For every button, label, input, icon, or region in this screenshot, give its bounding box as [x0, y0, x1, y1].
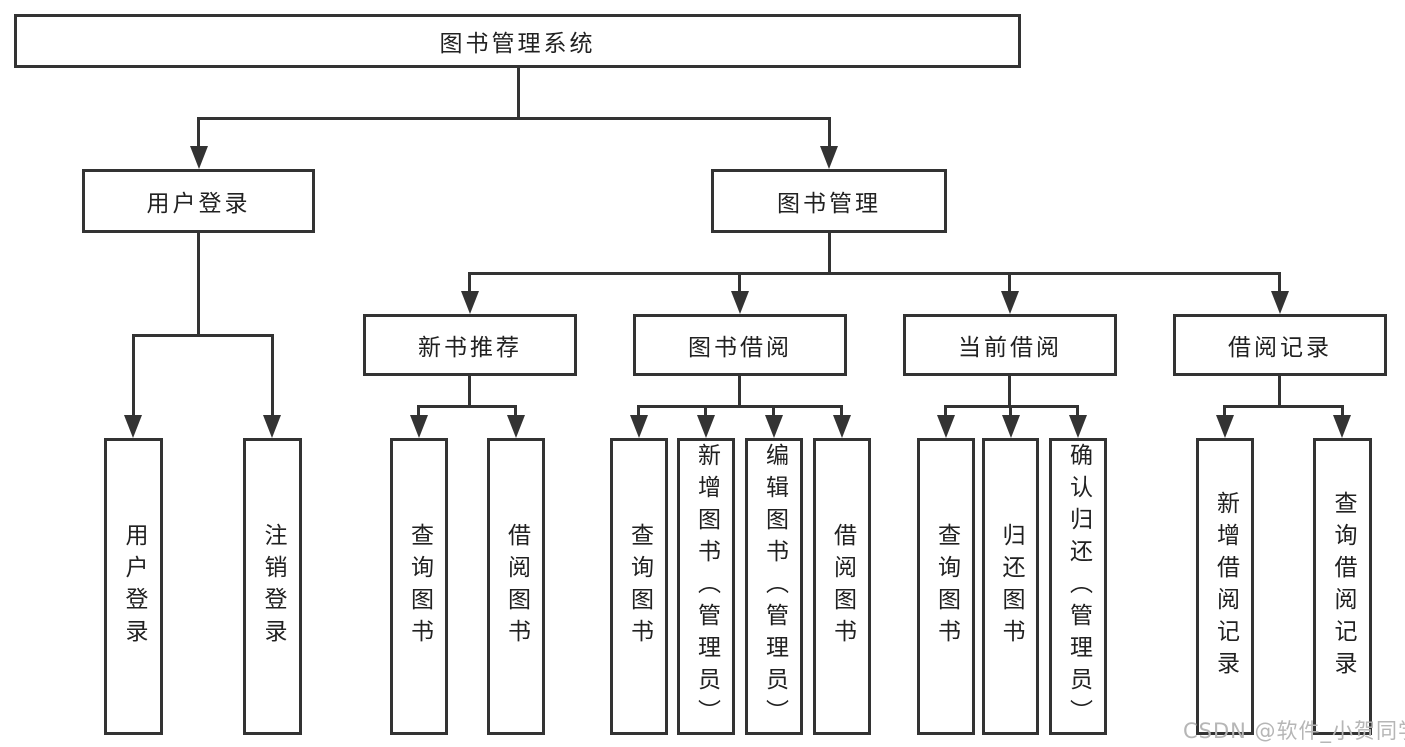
node-current-borrowing: 当前借阅: [903, 314, 1117, 376]
arrowhead-leaf-add-borrow-record: [1216, 415, 1234, 438]
leaf-borrow-books-1: 借阅图书: [487, 438, 545, 735]
connector-drop-leaf: [1223, 405, 1226, 417]
arrowhead-leaf-return-books: [1002, 415, 1020, 438]
connector-drop-leaf: [840, 405, 843, 417]
node-label: 图书管理系统: [439, 31, 596, 57]
arrowhead-leaf-borrow-books-1: [507, 415, 525, 438]
arrowhead-user-login: [190, 146, 208, 169]
leaf-label: 新增借阅记录: [1212, 490, 1239, 683]
arrowhead-leaf-login: [124, 415, 142, 438]
arrowhead-leaf-borrow-books-2: [833, 415, 851, 438]
leaf-label: 注销登录: [260, 522, 286, 651]
connector-drop-leaf: [417, 405, 420, 417]
connector-drop-leaf: [1076, 405, 1079, 417]
leaf-query-books-3: 查询图书: [917, 438, 975, 735]
leaf-logout: 注销登录: [243, 438, 302, 735]
arrowhead-leaf-query-books-1: [410, 415, 428, 438]
leaf-query-books-1: 查询图书: [390, 438, 448, 735]
arrowhead-new-book: [461, 291, 479, 314]
arrowhead-borrow-records: [1271, 291, 1289, 314]
leaf-label: 编辑图书（管理员）: [761, 442, 788, 731]
leaf-label: 查询借阅记录: [1330, 490, 1356, 683]
connector-borrow-records-branch: [1223, 405, 1344, 408]
leaf-add-borrow-record: 新增借阅记录: [1196, 438, 1254, 735]
leaf-label: 借阅图书: [503, 522, 530, 651]
leaf-query-books-2: 查询图书: [610, 438, 668, 735]
arrowhead-book-management: [820, 146, 838, 169]
node-label: 借阅记录: [1228, 335, 1332, 361]
leaf-label: 归还图书: [998, 522, 1024, 651]
node-library-management-system: 图书管理系统: [14, 14, 1021, 68]
leaf-edit-book-admin: 编辑图书（管理员）: [745, 438, 803, 735]
connector-drop-user-login: [197, 117, 200, 150]
node-label: 用户登录: [146, 191, 251, 217]
node-label: 图书管理: [777, 191, 881, 217]
leaf-label: 用户登录: [121, 522, 147, 651]
connector-book-borrowing-stem: [738, 376, 741, 408]
connector-new-book-stem: [468, 376, 471, 408]
connector-drop-leaf: [704, 405, 707, 417]
arrowhead-leaf-logout: [263, 415, 281, 438]
connector-new-book-branch: [417, 405, 517, 408]
connector-book-management-stem: [828, 233, 831, 275]
connector-drop-book-management: [828, 117, 831, 150]
leaf-add-book-admin: 新增图书（管理员）: [677, 438, 735, 735]
arrowhead-current-borrowing: [1001, 291, 1019, 314]
connector-root-branch: [197, 117, 831, 120]
arrowhead-leaf-edit-book: [765, 415, 783, 438]
leaf-label: 查询图书: [626, 522, 653, 651]
node-label: 新书推荐: [418, 335, 522, 361]
connector-drop-borrow-records: [1278, 272, 1281, 294]
node-borrow-records: 借阅记录: [1173, 314, 1387, 376]
leaf-confirm-return-admin: 确认归还（管理员）: [1049, 438, 1107, 735]
node-label: 当前借阅: [958, 335, 1062, 361]
connector-drop-leaf: [1341, 405, 1344, 417]
arrowhead-leaf-add-book: [697, 415, 715, 438]
connector-drop-current-borrowing: [1008, 272, 1011, 294]
connector-book-borrowing-branch: [637, 405, 843, 408]
arrowhead-leaf-query-borrow-record: [1333, 415, 1351, 438]
leaf-label: 查询图书: [933, 522, 960, 651]
connector-drop-book-borrowing: [738, 272, 741, 294]
leaf-user-login: 用户登录: [104, 438, 163, 735]
connector-drop-leaf-logout: [271, 334, 274, 417]
node-new-book-recommendation: 新书推荐: [363, 314, 577, 376]
arrowhead-leaf-confirm-return: [1069, 415, 1087, 438]
connector-drop-leaf: [944, 405, 947, 417]
connector-book-management-branch: [468, 272, 1281, 275]
connector-root-stem: [517, 67, 520, 119]
connector-drop-leaf: [637, 405, 640, 417]
connector-drop-new-book: [468, 272, 471, 294]
connector-drop-leaf-login: [132, 334, 135, 417]
node-user-login: 用户登录: [82, 169, 315, 233]
connector-drop-leaf: [772, 405, 775, 417]
leaf-return-books: 归还图书: [982, 438, 1039, 735]
leaf-label: 查询图书: [406, 522, 433, 651]
connector-user-login-branch: [132, 334, 274, 337]
arrowhead-leaf-query-books-2: [630, 415, 648, 438]
leaf-label: 确认归还（管理员）: [1065, 442, 1092, 731]
connector-drop-leaf: [1009, 405, 1012, 417]
connector-user-login-stem: [197, 233, 200, 337]
connector-borrow-records-stem: [1278, 376, 1281, 408]
arrowhead-leaf-query-books-3: [937, 415, 955, 438]
leaf-borrow-books-2: 借阅图书: [813, 438, 871, 735]
arrowhead-book-borrowing: [731, 291, 749, 314]
leaf-label: 新增图书（管理员）: [693, 442, 720, 731]
leaf-query-borrow-record: 查询借阅记录: [1313, 438, 1372, 735]
connector-drop-leaf: [514, 405, 517, 417]
connector-current-borrowing-stem: [1008, 376, 1011, 408]
csdn-watermark: CSDN @软件_小贺同学: [1183, 719, 1405, 743]
node-book-borrowing: 图书借阅: [633, 314, 847, 376]
leaf-label: 借阅图书: [829, 522, 856, 651]
node-label: 图书借阅: [688, 335, 792, 361]
node-book-management: 图书管理: [711, 169, 947, 233]
